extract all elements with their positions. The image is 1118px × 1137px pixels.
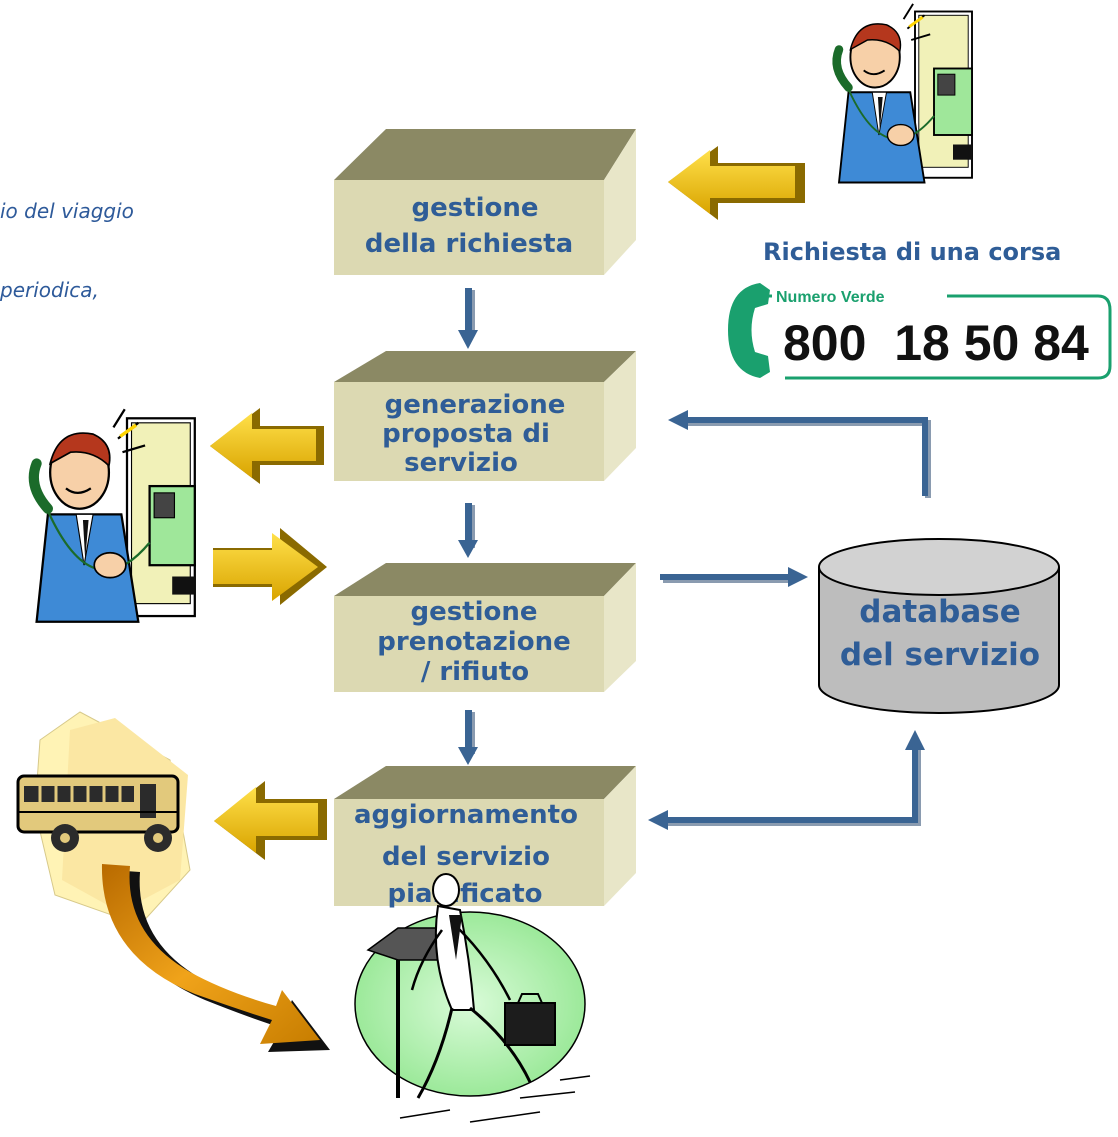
down-arrow [458,503,478,558]
gold-arrow-left [668,146,805,220]
phone-number: 800 18 50 84 [783,315,1089,371]
box-label-line: della richiesta [365,229,573,259]
arrow-prenotazione-to-database [660,567,808,587]
gold-arrow-left [210,408,324,484]
down-arrow [458,288,478,349]
numero-verde-label: Numero Verde [776,289,885,306]
left-note-line-2: periodica, [0,278,99,302]
box-label-line: aggiornamento [354,800,578,830]
box-label-line: prenotazione [377,627,570,657]
numero-verde-badge: Numero Verde 800 18 50 84 [728,283,1112,380]
school-bus-icon [16,711,191,926]
box-label-line: generazione [385,390,566,420]
gold-arrow-left [214,781,327,860]
box-label-line: del servizio [382,842,550,872]
box-gestione-richiesta: gestione della richiesta [334,129,636,275]
running-businessman-icon [354,873,591,1123]
request-title: Richiesta di una corsa [763,238,1061,266]
database-label-line: del servizio [840,637,1040,673]
arrow-database-to-proposta [668,410,931,498]
box-generazione-proposta: generazione proposta di servizio [334,351,636,481]
gold-arrow-right [213,528,327,605]
person-phoning-icon [837,4,972,183]
database-cylinder: database del servizio [818,538,1060,714]
box-label-line: proposta di [382,419,550,449]
box-label-line: pianificato [387,879,542,909]
box-gestione-prenotazione: gestione prenotazione / rifiuto [334,563,636,692]
phone-handset-icon [728,283,770,378]
box-aggiornamento-servizio: aggiornamento del servizio pianificato [334,766,636,909]
box-label-line: servizio [404,448,518,478]
down-arrow [458,710,478,765]
arrow-database-to-aggiornamento [648,730,925,830]
box-label-line: gestione [411,193,538,223]
curved-arrow-icon [101,864,330,1052]
database-label-line: database [859,594,1020,630]
left-note-line-1: io del viaggio [0,199,134,223]
person-phoning-icon [34,409,195,621]
box-label-line: gestione [410,597,537,627]
box-label-line: / rifiuto [421,657,529,687]
